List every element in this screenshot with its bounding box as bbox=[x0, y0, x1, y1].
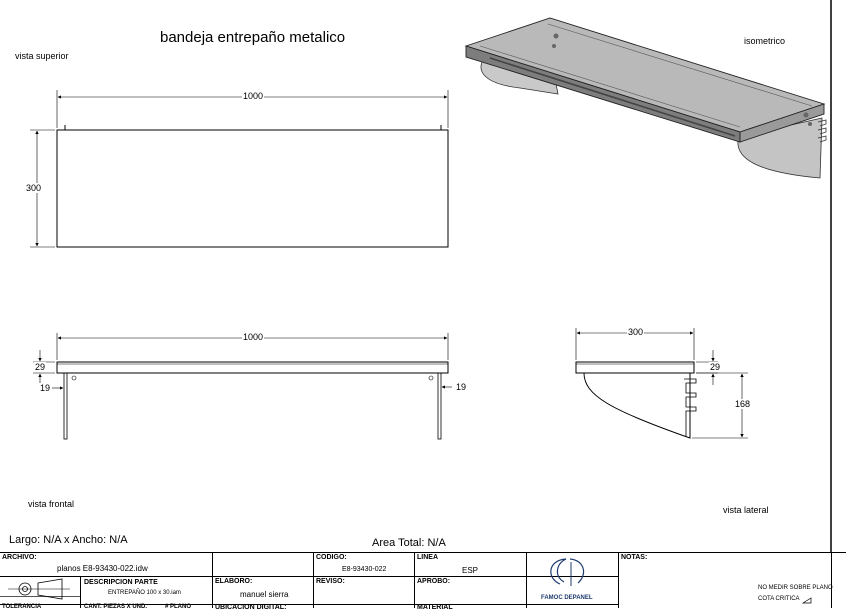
view-label-top: vista superior bbox=[15, 51, 69, 61]
view-label-iso: isometrico bbox=[744, 36, 786, 46]
codigo-label: CODIGO: bbox=[316, 554, 347, 561]
title-block: ARCHIVO: planos E8-93430-022.idw CODIGO:… bbox=[0, 552, 846, 611]
dim-front-width: 1000 bbox=[242, 332, 265, 342]
projection-symbol-icon bbox=[8, 578, 70, 600]
company-logo-icon bbox=[550, 558, 585, 586]
row3-plano: # PLANO bbox=[165, 604, 192, 610]
dim-top-width: 1000 bbox=[242, 91, 265, 101]
descripcion-label: DESCRIPCION PARTE bbox=[84, 579, 158, 586]
dim-front-thickness: 29 bbox=[34, 362, 47, 372]
dim-front-offset-right: 19 bbox=[455, 382, 468, 392]
elaboro-label: ELABORO: bbox=[215, 578, 253, 585]
archivo-label: ARCHIVO: bbox=[2, 554, 37, 561]
linea-value: ESP bbox=[462, 566, 479, 575]
drawing-title: bandeja entrepaño metalico bbox=[160, 29, 346, 46]
reviso-label: REVISO: bbox=[316, 578, 345, 585]
row3-tolerancia: TOLERANCIA bbox=[2, 604, 42, 610]
dim-side-thickness: 29 bbox=[709, 362, 722, 372]
area-info: Area Total: N/A bbox=[372, 537, 446, 549]
cota-critica-symbol bbox=[801, 597, 812, 604]
side-view-drawing bbox=[575, 328, 748, 439]
isometric-drawing bbox=[464, 17, 827, 179]
dim-side-depth: 300 bbox=[627, 327, 645, 337]
dim-side-height: 168 bbox=[734, 399, 752, 409]
nota-medir: NO MEDIR SOBRE PLANO bbox=[758, 585, 833, 591]
cota-critica-label: COTA CRITICA bbox=[758, 596, 800, 602]
dim-top-depth: 300 bbox=[25, 183, 43, 193]
view-label-side: vista lateral bbox=[723, 505, 769, 515]
company-logo-text: FAMOC DEPANEL bbox=[541, 595, 593, 601]
aprobo-label: APROBO: bbox=[417, 578, 451, 585]
front-view-drawing bbox=[33, 333, 452, 440]
size-info: Largo: N/A x Ancho: N/A bbox=[9, 534, 128, 546]
descripcion-value: ENTREPAÑO 100 x 30.iam bbox=[108, 590, 181, 596]
view-label-front: vista frontal bbox=[28, 499, 75, 509]
top-view-drawing bbox=[30, 90, 449, 248]
elaboro-value: manuel sierra bbox=[240, 590, 289, 599]
dim-front-offset-left: 19 bbox=[39, 383, 52, 393]
codigo-value: E8-93430-022 bbox=[342, 566, 387, 573]
linea-label: LINEA bbox=[417, 554, 438, 561]
archivo-value: planos E8-93430-022.idw bbox=[57, 564, 148, 573]
row3-cant: CANT. PIEZAS X UND. bbox=[84, 604, 148, 610]
notas-label: NOTAS: bbox=[621, 554, 648, 561]
